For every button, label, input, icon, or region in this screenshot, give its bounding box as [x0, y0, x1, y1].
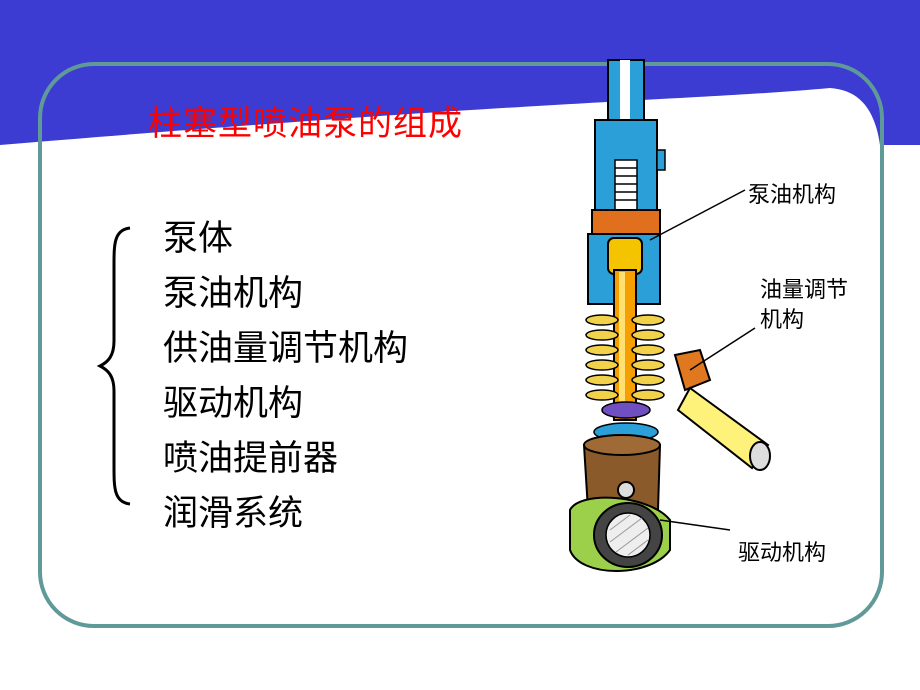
slide-title: 柱塞型喷油泵的组成: [148, 104, 463, 144]
label-fuel-adjust-line2: 机构: [760, 308, 805, 333]
leader-line-pumping: [649, 189, 746, 241]
list-item: 泵体: [163, 219, 234, 259]
list-item: 驱动机构: [163, 384, 304, 424]
leader-line-adjust: [689, 327, 756, 371]
plunger-pump-illustration: [569, 59, 771, 572]
left-brace: [96, 226, 131, 506]
list-item: 喷油提前器: [163, 439, 339, 479]
component-list: 泵体 泵油机构 供油量调节机构 驱动机构 喷油提前器 润滑系统: [163, 212, 408, 542]
label-fuel-adjust-line1: 油量调节: [760, 278, 849, 303]
list-item: 供油量调节机构: [163, 329, 409, 369]
list-item: 泵油机构: [163, 274, 304, 314]
leader-line-drive: [659, 519, 731, 531]
label-pumping-mechanism: 泵油机构: [748, 183, 837, 208]
header-band: [0, 0, 920, 145]
list-item: 润滑系统: [163, 494, 304, 534]
label-drive-mechanism: 驱动机构: [738, 541, 827, 566]
content-frame: [38, 62, 884, 628]
